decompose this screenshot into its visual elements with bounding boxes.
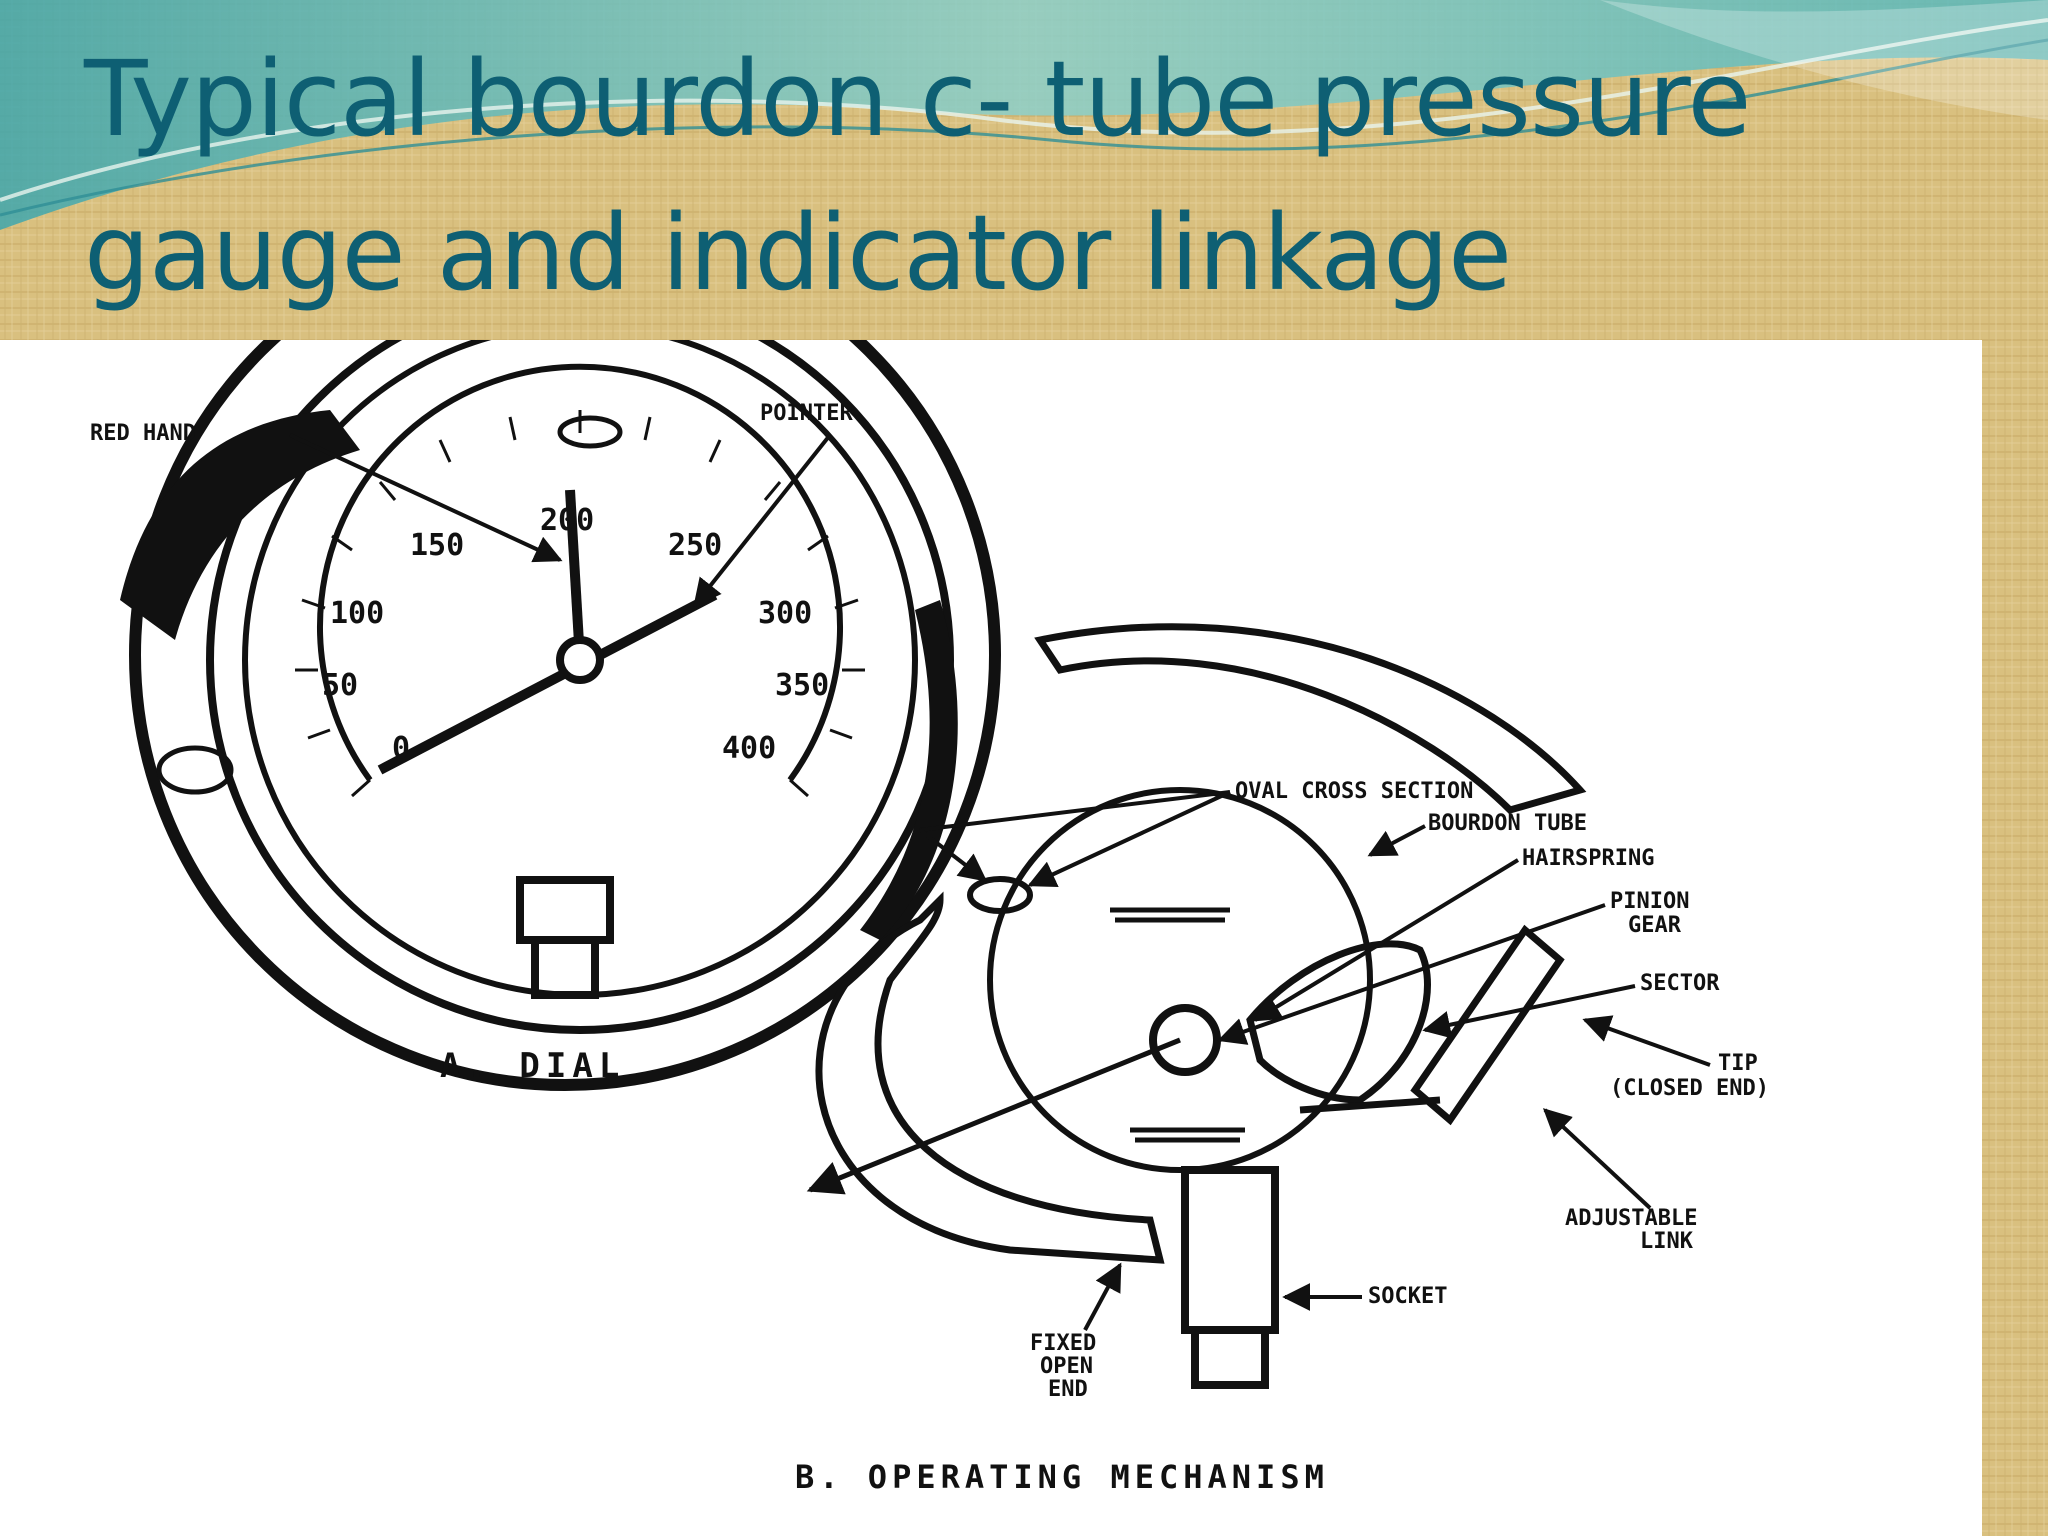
scale-50: 50 [322, 668, 358, 703]
pinion-hub [1149, 1004, 1221, 1076]
scale-350: 350 [775, 668, 829, 703]
scale-150: 150 [410, 528, 464, 563]
scale-100: 100 [330, 596, 384, 631]
caption-dial: A. DIAL [440, 1046, 625, 1086]
label-adjustable-2: LINK [1640, 1229, 1694, 1254]
leader-red-hand [289, 433, 563, 563]
scale-arc [317, 363, 843, 782]
hand-hub [556, 636, 604, 684]
label-sector: SECTOR [1640, 971, 1720, 996]
label-tip-1: TIP [1718, 1051, 1758, 1076]
leader-pointer [693, 433, 832, 608]
leader-fixed-open-end [1083, 1262, 1122, 1331]
dial-callouts: RED HAND POINTER A. DIAL [90, 401, 853, 1086]
label-hairspring: HAIRSPRING [1522, 846, 1654, 871]
slide-title: Typical bourdon c- tube pressure gauge a… [84, 22, 1984, 330]
leader-hairspring [1252, 858, 1520, 1022]
bourdon-gauge-diagram: 0 50 100 150 200 250 300 350 400 RED HAN… [90, 340, 1769, 1496]
dial-stem [516, 876, 614, 944]
bourdon-tube-lower [815, 891, 1165, 1264]
label-pointer: POINTER [760, 401, 853, 426]
label-tip-2: (CLOSED END) [1610, 1076, 1769, 1101]
bourdon-tube [1034, 623, 1587, 814]
caption-mechanism: B. OPERATING MECHANISM [795, 1458, 1329, 1496]
leader-tip [1582, 1015, 1711, 1067]
leader-adjustable [1542, 1108, 1652, 1210]
plate-slot-top [1110, 907, 1230, 923]
sector-gear [1246, 940, 1431, 1104]
label-end: END [1048, 1377, 1088, 1402]
scale-0: 0 [392, 731, 410, 766]
mechanism-callouts: OVAL CROSS SECTION BOURDON TUBE HAIRSPRI… [795, 779, 1769, 1496]
leader-pinion [1217, 903, 1606, 1045]
gauge-case [129, 340, 1001, 1091]
label-pinion-1: PINION [1610, 889, 1689, 914]
socket-thread [1191, 1326, 1269, 1389]
dial-scale-numbers: 0 50 100 150 200 250 300 350 400 [322, 503, 829, 766]
title-line-2: gauge and indicator linkage [84, 192, 1512, 314]
oval-cross-section [967, 876, 1033, 914]
scale-400: 400 [722, 731, 776, 766]
label-open: OPEN [1040, 1354, 1093, 1379]
red-hand [565, 489, 585, 661]
label-fixed: FIXED [1030, 1331, 1096, 1356]
link-arm [1299, 1096, 1441, 1114]
label-pinion-2: GEAR [1628, 913, 1682, 938]
title-line-1: Typical bourdon c- tube pressure [84, 38, 1751, 160]
case-shadow [120, 410, 360, 640]
leader-oval-c [1027, 790, 1231, 888]
dial-drawing [120, 340, 1001, 1091]
label-bourdon-tube: BOURDON TUBE [1428, 811, 1587, 836]
plate-slot-bottom [1130, 1127, 1245, 1143]
pointer-shaft [806, 1037, 1181, 1195]
side-badge [156, 745, 234, 795]
label-socket: SOCKET [1368, 1284, 1447, 1309]
scale-300: 300 [758, 596, 812, 631]
scale-ticks [295, 410, 865, 798]
label-red-hand: RED HAND [90, 421, 196, 446]
scale-200: 200 [540, 503, 594, 538]
leader-bourdon-tube [1367, 824, 1426, 857]
case-shadow-right [860, 600, 958, 940]
case-badge [557, 415, 623, 449]
pointer-hand [377, 590, 718, 775]
mechanism-drawing [806, 623, 1587, 1389]
leader-sector [1422, 984, 1636, 1039]
leader-oval-a [919, 790, 1231, 832]
scale-250: 250 [668, 528, 722, 563]
label-adjustable-1: ADJUSTABLE [1565, 1206, 1697, 1231]
movement-plate [987, 787, 1373, 1173]
leader-oval-b [918, 828, 988, 882]
adjustable-link [1410, 924, 1565, 1126]
dial-stem-thread [531, 936, 599, 999]
socket-body [1181, 1166, 1279, 1334]
label-oval-cross-section: OVAL CROSS SECTION [1235, 779, 1473, 804]
